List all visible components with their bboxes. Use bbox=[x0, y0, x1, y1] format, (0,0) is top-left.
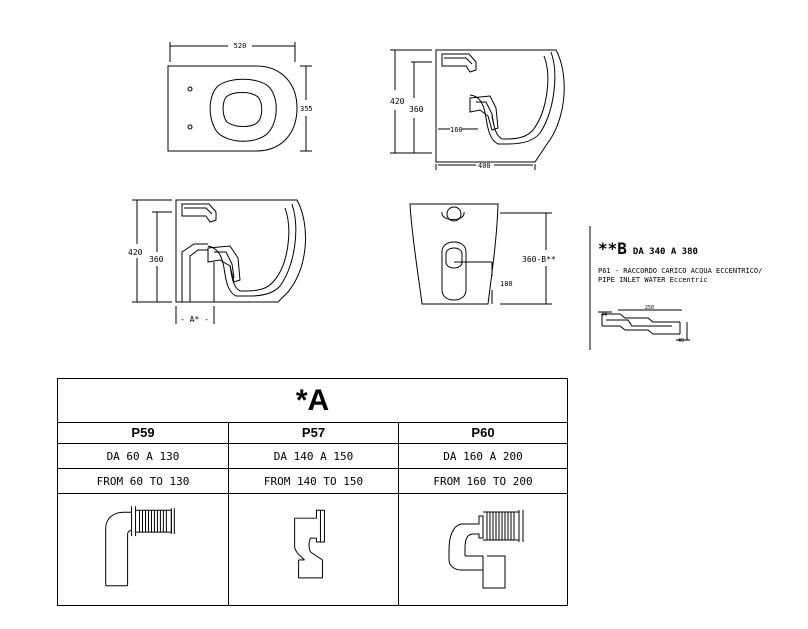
fitting-p59-drawing bbox=[105, 506, 175, 587]
note-b-dim-c: 40 bbox=[678, 338, 684, 344]
dim-top-depth: 355 bbox=[300, 105, 313, 113]
fitting-p60-drawing bbox=[448, 510, 524, 589]
table-column-p60: P60 DA 160 A 200 FROM 160 TO 200 bbox=[399, 422, 567, 606]
fitting-p57-drawing bbox=[294, 509, 325, 579]
column-fitting-drawing bbox=[399, 494, 567, 606]
column-range-it: DA 160 A 200 bbox=[399, 444, 567, 469]
column-range-it: DA 140 A 150 bbox=[229, 444, 398, 469]
dim-right-height-seat: 360 bbox=[409, 105, 424, 114]
dim-left-height-total: 420 bbox=[128, 248, 143, 257]
dim-left-offset: - A* - bbox=[180, 315, 209, 324]
dim-front-inlet: 360-B** bbox=[522, 255, 556, 264]
note-b-line2: PIPE INLET WATER Eccentric bbox=[598, 276, 708, 284]
note-b-panel bbox=[589, 226, 690, 350]
dim-top-width: 520 bbox=[234, 42, 247, 50]
dim-right-height-total: 420 bbox=[390, 97, 405, 106]
column-range-en: FROM 140 TO 150 bbox=[229, 469, 398, 494]
note-b-dim-a: 44 bbox=[601, 312, 607, 318]
dim-right-depth: 400 bbox=[478, 162, 491, 170]
offset-table: *A P59 DA 60 A 130 FROM 60 TO 130 bbox=[57, 378, 568, 606]
table-title: *A bbox=[58, 379, 567, 423]
column-range-it: DA 60 A 130 bbox=[58, 444, 228, 469]
table-column-p57: P57 DA 140 A 150 FROM 140 TO 150 bbox=[229, 422, 399, 606]
column-code: P59 bbox=[58, 422, 228, 444]
dim-left-height-seat: 360 bbox=[149, 255, 164, 264]
note-b-dim-b: 250 bbox=[645, 305, 654, 311]
dim-front-outlet: 180 bbox=[500, 280, 513, 288]
note-b-line1: P61 - RACCORDO CARICO ACQUA ECCENTRICO/ bbox=[598, 267, 762, 275]
column-fitting-drawing bbox=[229, 494, 398, 606]
column-code: P60 bbox=[399, 422, 567, 444]
top-view bbox=[167, 42, 312, 152]
column-range-en: FROM 60 TO 130 bbox=[58, 469, 228, 494]
front-view bbox=[409, 203, 552, 305]
side-view-right bbox=[390, 49, 565, 170]
column-code: P57 bbox=[229, 422, 398, 444]
side-view-left bbox=[132, 199, 306, 324]
table-column-p59: P59 DA 60 A 130 FROM 60 TO 130 bbox=[58, 422, 229, 606]
column-range-en: FROM 160 TO 200 bbox=[399, 469, 567, 494]
column-fitting-drawing bbox=[58, 494, 228, 606]
dim-right-inlet: 160 bbox=[450, 126, 463, 134]
